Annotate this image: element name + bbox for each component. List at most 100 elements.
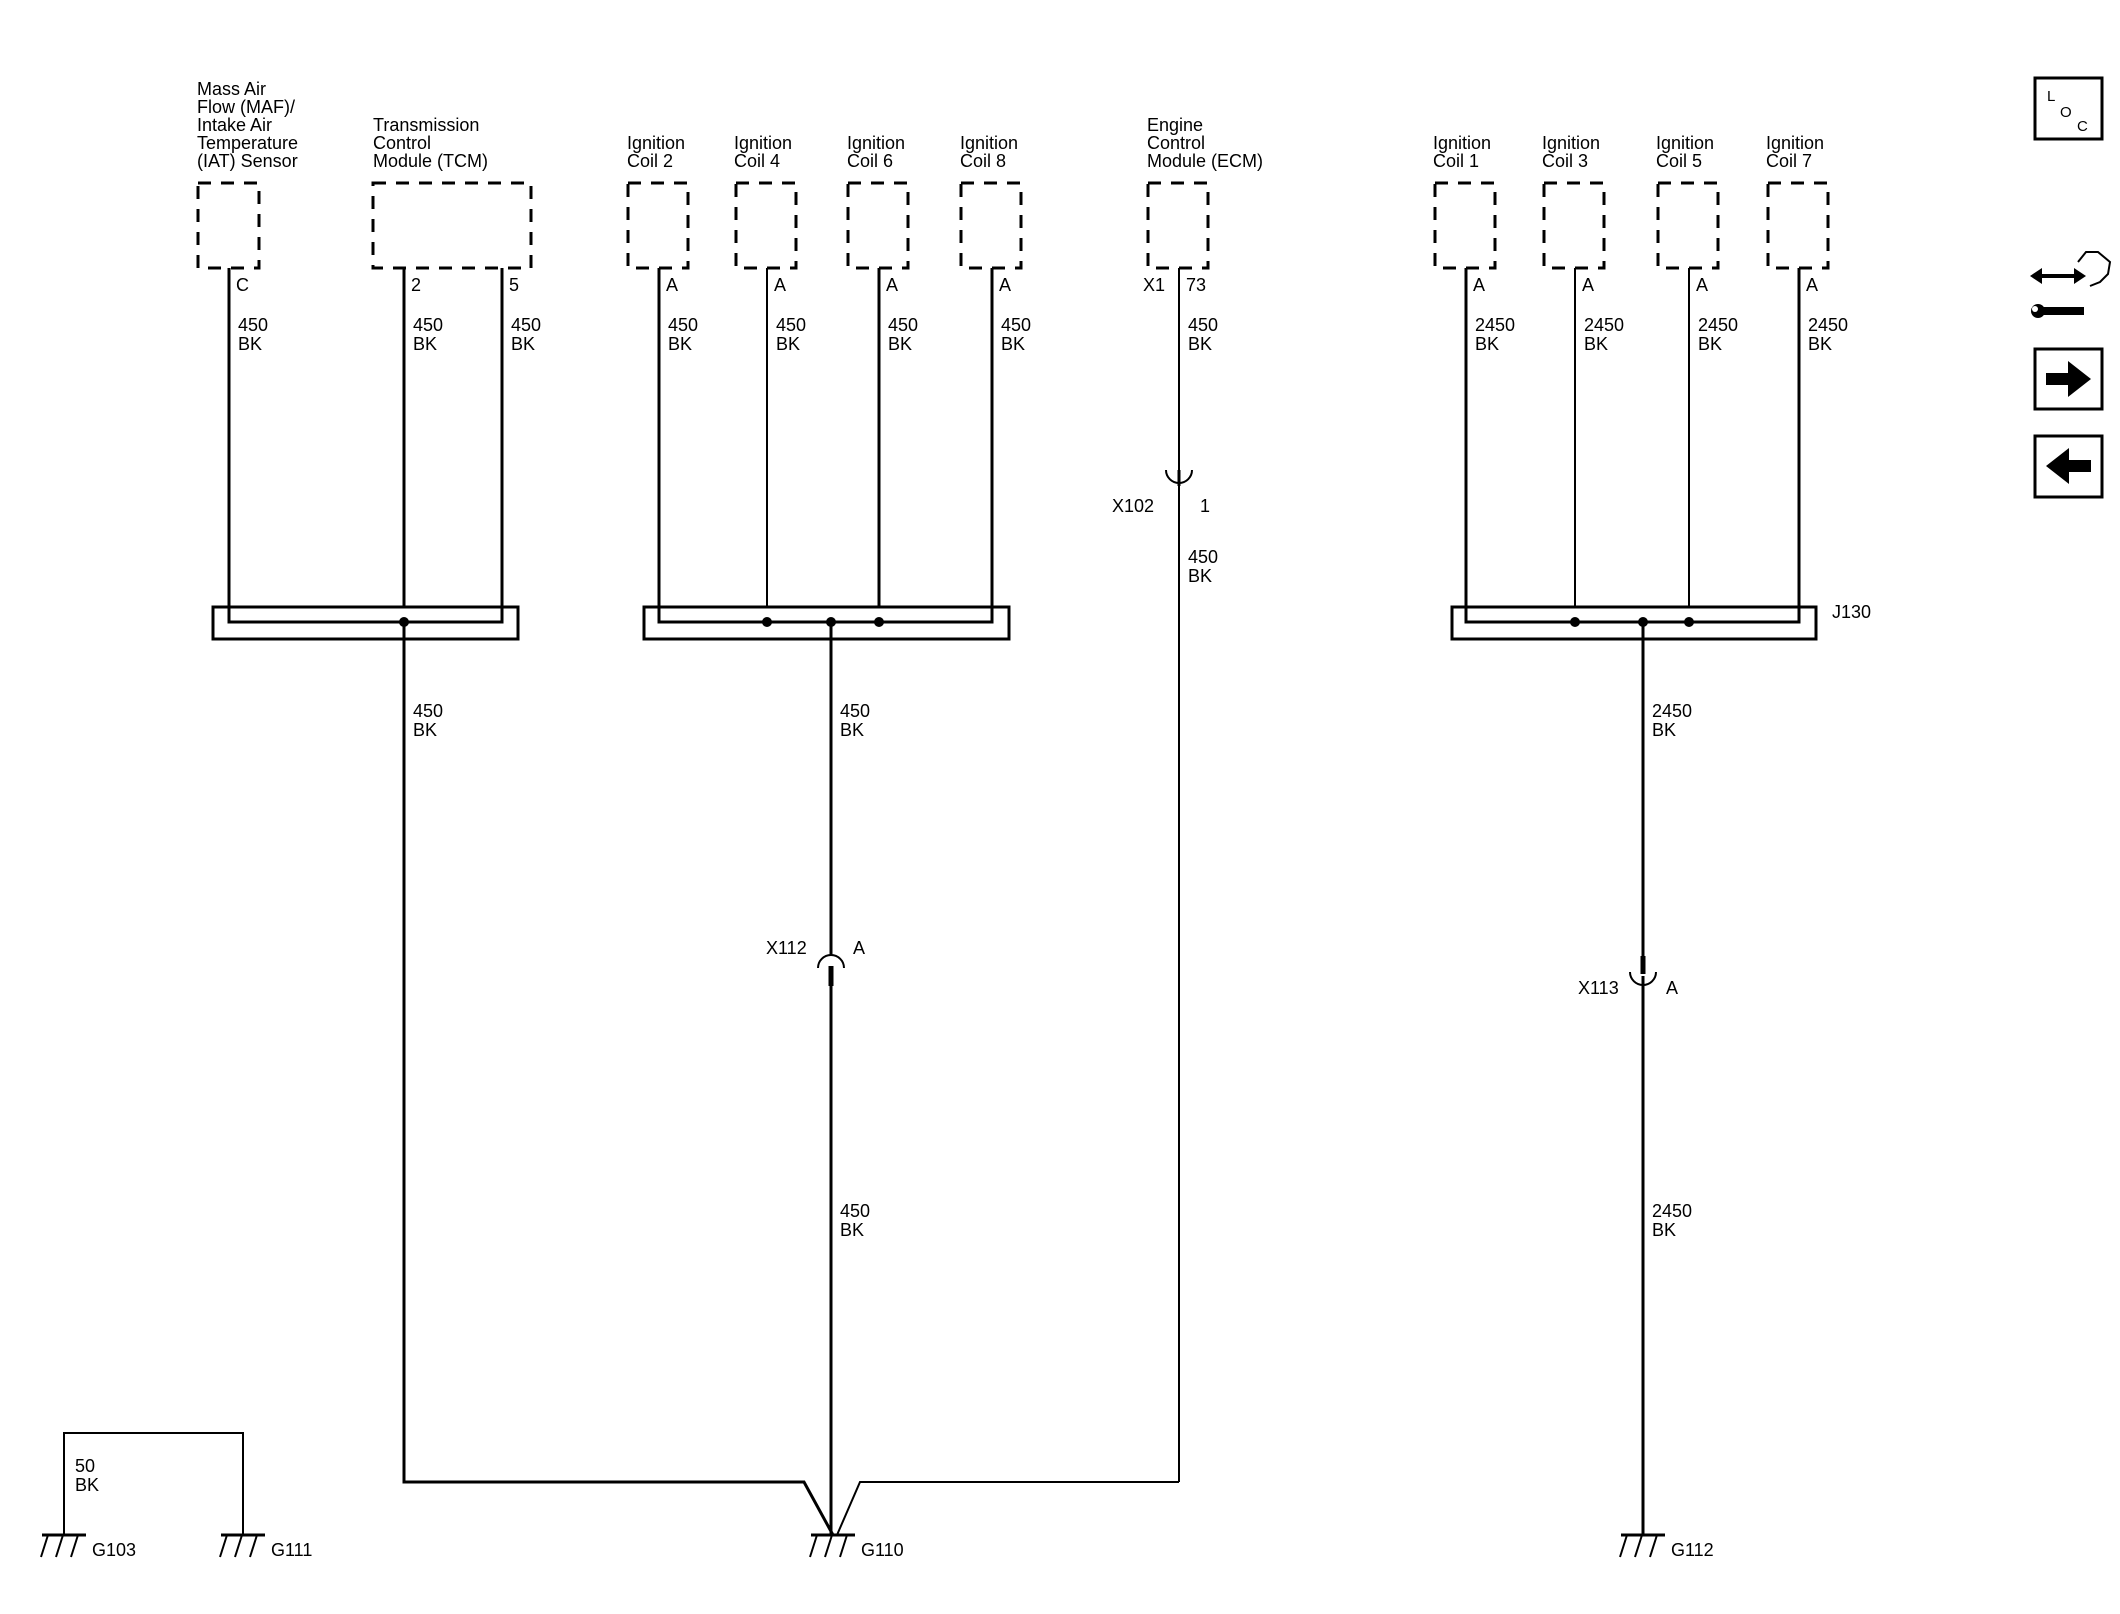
- component-ecm[interactable]: Engine Control Module (ECM) X1 73: [1143, 115, 1263, 295]
- wire-ecm-lower-circuit: 450: [1188, 547, 1218, 567]
- coil7-component-box: [1766, 181, 1830, 270]
- splice-node: [762, 617, 772, 627]
- wire-tcm-out-color: BK: [413, 720, 437, 740]
- wire-tcm-out[interactable]: [402, 622, 835, 1536]
- wire-coil7-color: BK: [1808, 334, 1832, 354]
- wire-x113-lower-circuit: 2450: [1652, 1201, 1692, 1221]
- ground-g110[interactable]: G110: [809, 1533, 904, 1560]
- wire-coil6-color: BK: [888, 334, 912, 354]
- coil1-component-box: [1433, 181, 1497, 270]
- wire-g103-g111-color: BK: [75, 1475, 99, 1495]
- lower-wires: [63, 622, 1645, 1536]
- upper-wires: [227, 268, 1800, 1482]
- wire-coil4-circuit: 450: [776, 315, 806, 335]
- ecm-label-line: Engine: [1147, 115, 1203, 135]
- component-ignition-coil-8[interactable]: Ignition Coil 8 A: [959, 133, 1023, 295]
- component-ignition-coil-3[interactable]: Ignition Coil 3 A: [1542, 133, 1606, 295]
- ground-g103[interactable]: G103: [40, 1533, 136, 1560]
- ground-hatch: [839, 1534, 848, 1558]
- component-ignition-coil-6[interactable]: Ignition Coil 6 A: [846, 133, 910, 295]
- coil3-component-box: [1542, 181, 1606, 270]
- coil2-label-line: Ignition: [627, 133, 685, 153]
- ecm-component-box: [1146, 181, 1210, 270]
- component-swap-icon[interactable]: [2030, 251, 2112, 318]
- ground-g111[interactable]: G111: [219, 1533, 312, 1560]
- wrench-jaw: [2032, 306, 2038, 312]
- swap-arrow-head-left: [2030, 268, 2042, 284]
- coil3-label-line: Coil 3: [1542, 151, 1588, 171]
- splice-pack-j130-bus: [1464, 268, 1801, 624]
- wire-tcm-2-circuit: 450: [413, 315, 443, 335]
- splice-pack-middle-bus: [657, 268, 994, 624]
- wire-coil2-color: BK: [668, 334, 692, 354]
- ground-hatch: [809, 1534, 818, 1558]
- splice-pack-left[interactable]: [211, 268, 520, 641]
- wire-coils-right-color: BK: [1652, 720, 1676, 740]
- wire-x112-lower-color: BK: [840, 1220, 864, 1240]
- ground-hatch: [234, 1534, 243, 1558]
- tcm-label-line: Control: [373, 133, 431, 153]
- coil5-pin-a: A: [1696, 275, 1708, 295]
- maf-label-line: Flow (MAF)/: [197, 97, 295, 117]
- coil8-label-line: Ignition: [960, 133, 1018, 153]
- wire-coil7-circuit: 2450: [1808, 315, 1848, 335]
- wire-coil1-circuit: 2450: [1475, 315, 1515, 335]
- connector-x102[interactable]: X102 1: [1112, 469, 1210, 516]
- ground-hatch: [40, 1534, 49, 1558]
- wire-maf-c-color: BK: [238, 334, 262, 354]
- x112-id: X112: [766, 938, 807, 958]
- ecm-pin-73: 73: [1186, 275, 1206, 295]
- wire-coil2-circuit: 450: [668, 315, 698, 335]
- loc-button[interactable]: L O C: [2033, 76, 2104, 141]
- coil8-component-box: [959, 181, 1023, 270]
- coil5-label-line: Ignition: [1656, 133, 1714, 153]
- wire-tcm-out-circuit: 450: [413, 701, 443, 721]
- connector-x112[interactable]: X112 A: [766, 938, 865, 986]
- wire-coil5-color: BK: [1698, 334, 1722, 354]
- component-tcm[interactable]: Transmission Control Module (TCM) 2 5: [371, 115, 533, 295]
- component-ignition-coil-7[interactable]: Ignition Coil 7 A: [1766, 133, 1830, 295]
- wire-ecm-ground[interactable]: [836, 1481, 1179, 1536]
- wire-g103-g111[interactable]: [63, 1432, 244, 1535]
- wire-coils-left-color: BK: [840, 720, 864, 740]
- tcm-component-box: [371, 181, 533, 270]
- coil7-label-line: Coil 7: [1766, 151, 1812, 171]
- component-ignition-coil-5[interactable]: Ignition Coil 5 A: [1656, 133, 1720, 295]
- forward-arrow-icon[interactable]: [2033, 347, 2104, 411]
- wire-coils-right-circuit: 2450: [1652, 701, 1692, 721]
- maf-label-line: Temperature: [197, 133, 298, 153]
- connector-x113[interactable]: X113 A: [1578, 956, 1678, 998]
- component-ignition-coil-4[interactable]: Ignition Coil 4 A: [734, 133, 798, 295]
- loc-letter-c: C: [2077, 118, 2088, 135]
- tcm-label-line: Module (TCM): [373, 151, 488, 171]
- loc-button-box: [2033, 76, 2104, 141]
- ground-g112[interactable]: G112: [1619, 1533, 1714, 1560]
- swap-connector-outline: [2077, 251, 2112, 287]
- splice-pack-middle[interactable]: [642, 268, 1011, 641]
- tcm-label-line: Transmission: [373, 115, 479, 135]
- back-arrow-icon[interactable]: [2033, 434, 2104, 499]
- coil3-pin-a: A: [1582, 275, 1594, 295]
- wire-coil5-circuit: 2450: [1698, 315, 1738, 335]
- maf-label-line: Intake Air: [197, 115, 272, 135]
- coil5-label-line: Coil 5: [1656, 151, 1702, 171]
- maf-pin-c: C: [236, 275, 249, 295]
- wire-coil8-circuit: 450: [1001, 315, 1031, 335]
- wire-tcm-2-color: BK: [413, 334, 437, 354]
- component-maf-sensor[interactable]: Mass Air Flow (MAF)/ Intake Air Temperat…: [196, 79, 298, 295]
- component-ignition-coil-2[interactable]: Ignition Coil 2 A: [626, 133, 690, 295]
- coil7-label-line: Ignition: [1766, 133, 1824, 153]
- wire-coil1-color: BK: [1475, 334, 1499, 354]
- wire-maf-c-circuit: 450: [238, 315, 268, 335]
- coil6-pin-a: A: [886, 275, 898, 295]
- coil5-component-box: [1656, 181, 1720, 270]
- wire-coil4-color: BK: [776, 334, 800, 354]
- forward-arrow-shape: [2046, 361, 2091, 397]
- component-ignition-coil-1[interactable]: Ignition Coil 1 A: [1433, 133, 1497, 295]
- ecm-label-line: Control: [1147, 133, 1205, 153]
- back-arrow-shape: [2046, 448, 2091, 484]
- splice-j130-label: J130: [1832, 602, 1871, 622]
- wire-coil3-circuit: 2450: [1584, 315, 1624, 335]
- splice-pack-j130[interactable]: J130: [1450, 268, 1871, 641]
- x112-pin-label: A: [853, 938, 865, 958]
